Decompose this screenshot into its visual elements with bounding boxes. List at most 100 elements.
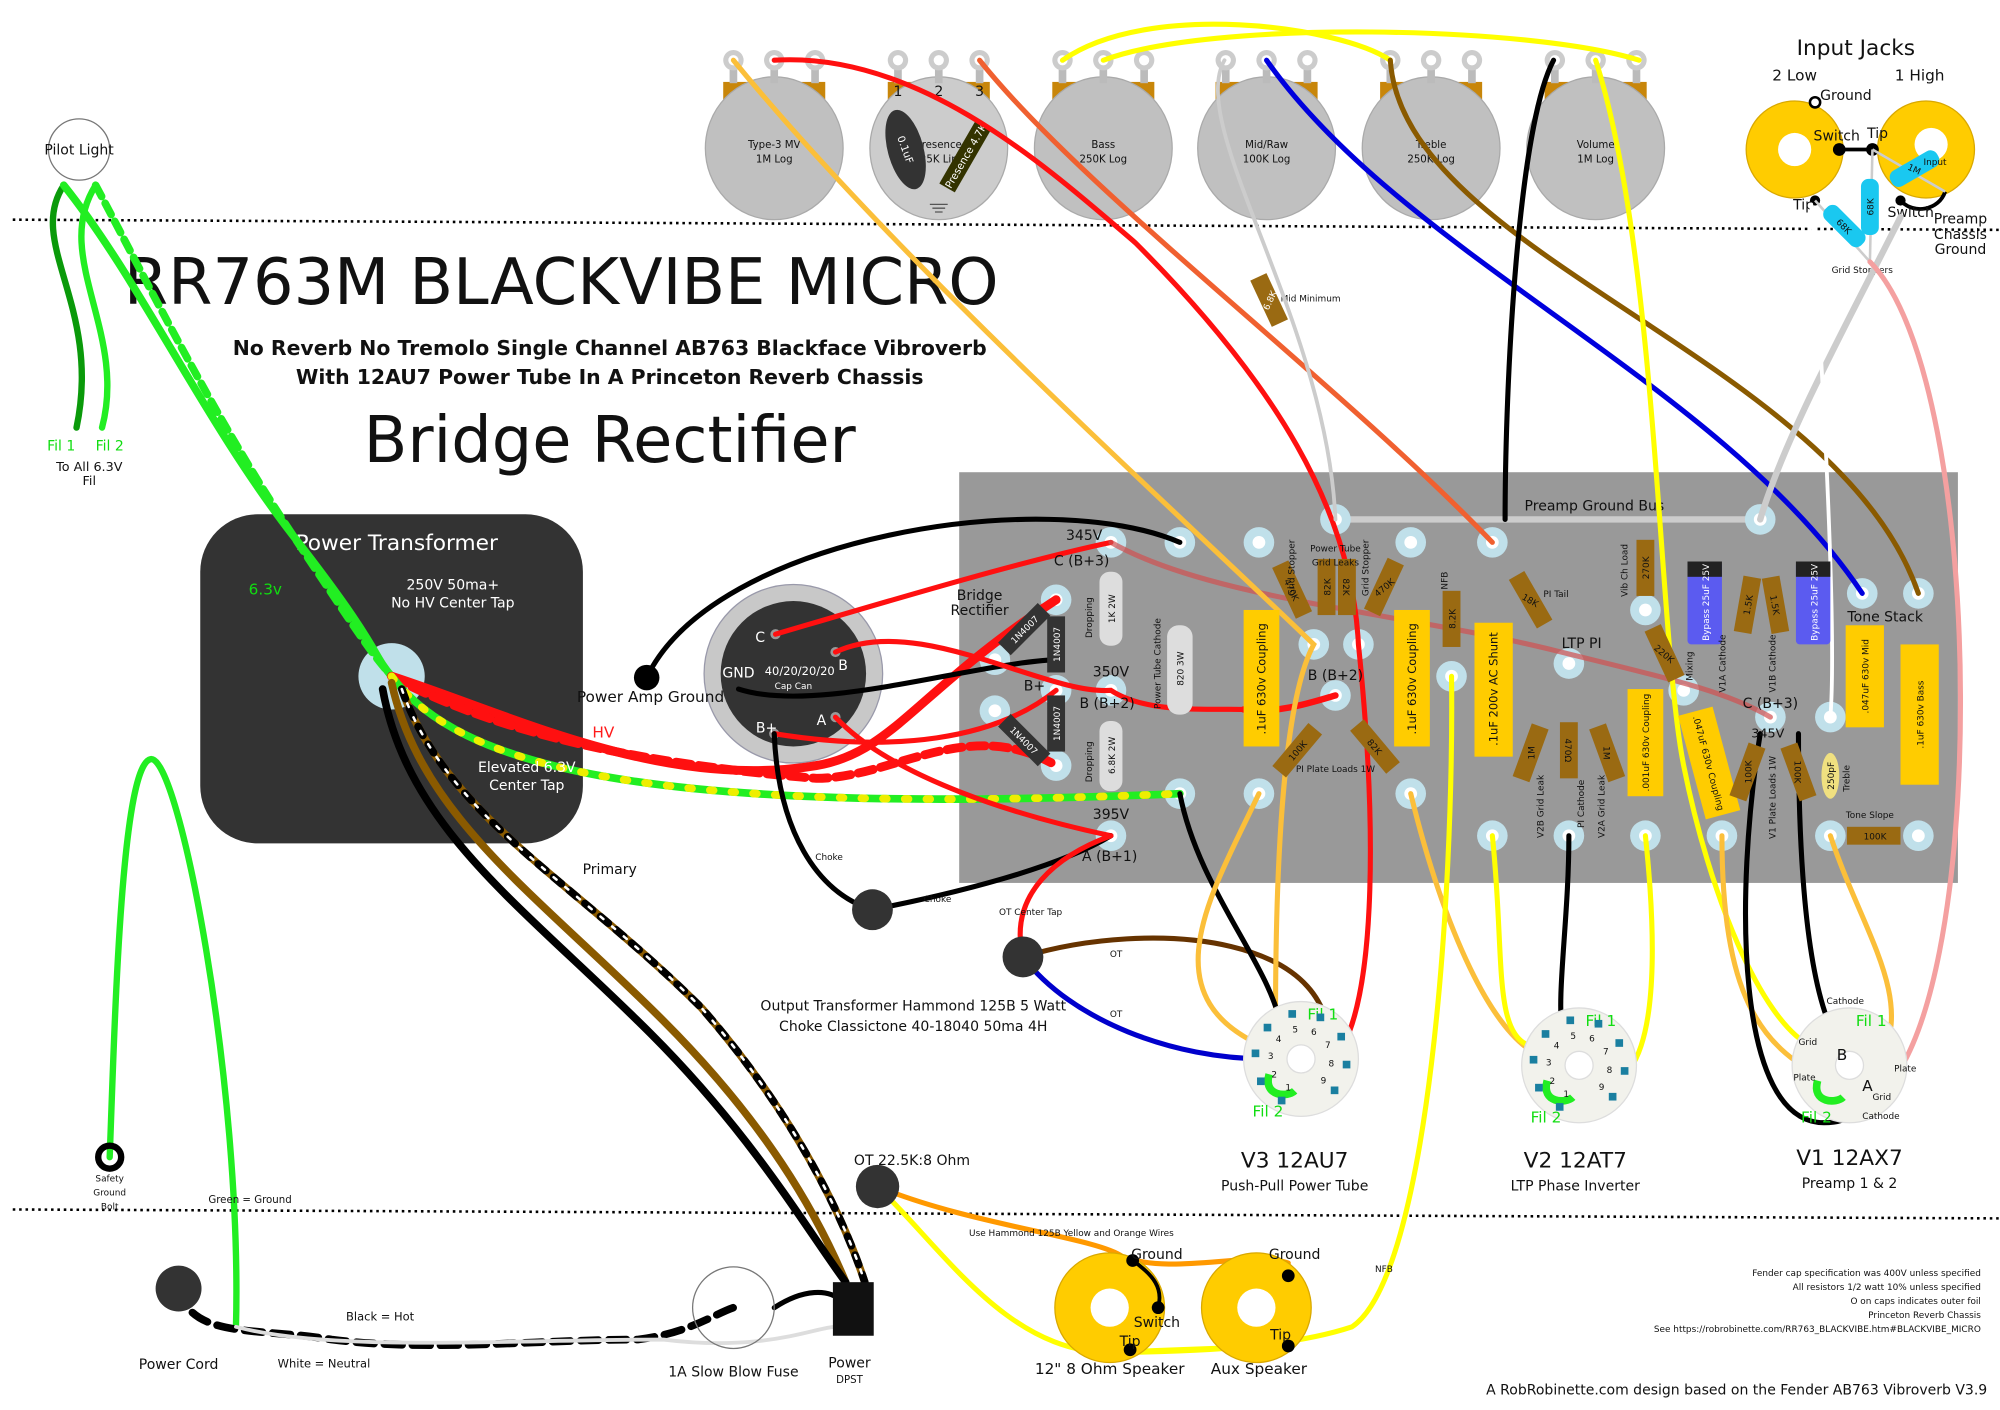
power-switch[interactable] (832, 1282, 874, 1336)
pin-contact (1263, 1023, 1272, 1032)
note-5: See https://robrobinette.com/RR763_BLACK… (1654, 1325, 1981, 1335)
diode-2: 1N4007 (1047, 616, 1066, 673)
pin-contact (1330, 1086, 1339, 1095)
pot-name: Bass (1091, 140, 1115, 151)
eyelet (1243, 527, 1275, 558)
white-neutral-label: White = Neutral (278, 1357, 371, 1371)
high-tip-label: Tip (1866, 126, 1888, 142)
pin-number: 7 (1603, 1047, 1609, 1057)
pt-spec-2: No HV Center Tap (391, 595, 515, 611)
speaker-jacks: Ground Ground Switch Tip Tip 12" 8 Ohm S… (1035, 1247, 1393, 1378)
input-jacks: Input Jacks 2 Low 1 High Ground Switch T… (1745, 36, 1988, 276)
pot-master-volume[interactable]: Type-3 MV 1M Log (704, 76, 844, 221)
bridge-label-2: Rectifier (951, 603, 1009, 619)
tube-name: V1 12AX7 (1796, 1146, 1903, 1171)
pot-value: 1M Log (756, 154, 793, 165)
board-components: 345V C (B+3) 350V B (B+2) 395V A (B+1) B… (951, 528, 1939, 865)
fil2-label: Fil 2 (1531, 1109, 1562, 1127)
pin-contact (1529, 1055, 1538, 1064)
low-ground-label: Ground (1820, 88, 1872, 104)
power-switch-type: DPST (836, 1375, 863, 1386)
pot-lug (1297, 50, 1318, 84)
pot-presence[interactable]: Presence 25K Lin 0.1uF Presence 4.7K 1 2… (869, 76, 1009, 221)
low-tip-label: Tip (1792, 197, 1814, 213)
tone-slope-resistor (1846, 826, 1901, 845)
treble-cap (1821, 752, 1840, 799)
note-2: All resistors 1/2 watt 10% unless specif… (1793, 1283, 1981, 1293)
v1-plate-load-2: 100K (1780, 742, 1817, 802)
v345-label: 345V (1066, 528, 1103, 544)
pi-plate-load-2: 82K (1350, 719, 1400, 774)
pt-spec-1: 250V 50ma+ (406, 578, 499, 594)
b-b2-label-2: B (B+2) (1308, 668, 1363, 684)
choke-grommet (852, 889, 893, 931)
diode-label: 1N4007 (1053, 706, 1063, 741)
pot-value: 1M Log (1577, 154, 1614, 165)
chassis-ground-label-1: Preamp (1934, 211, 1988, 227)
drop1-value: 1K 2W (1108, 594, 1118, 623)
drop1-label: Dropping (1085, 597, 1095, 638)
resistor-value: 100K (1744, 759, 1754, 783)
pin-number: 1 (1285, 1084, 1291, 1094)
bypass-cap-v1b: Bypass 25uF 25V (1795, 561, 1831, 645)
chassis-ground-label-3: Ground (1935, 242, 1987, 258)
pot-bass[interactable]: Bass 250K Log (1033, 76, 1173, 221)
tone-slope-value: 100K (1864, 833, 1888, 843)
v1b-cathode-resistor: 1.5K (1761, 575, 1790, 635)
aux-speaker-label: Aux Speaker (1211, 1360, 1308, 1378)
pin-contact (1541, 1030, 1550, 1038)
green-ground-label: Green = Ground (208, 1195, 291, 1206)
tube-desc: Preamp 1 & 2 (1802, 1176, 1898, 1192)
pot-volume[interactable]: Volume 1M Log (1526, 76, 1666, 221)
pin-plate-b: Plate (1793, 1074, 1815, 1084)
fil2-label: Fil 2 (1253, 1102, 1284, 1120)
pin-number: 2 (1271, 1071, 1277, 1081)
primary-label: Primary (583, 862, 637, 878)
pot-treble[interactable]: Treble 250K Log (1361, 76, 1501, 221)
pin-number: 3 (1546, 1058, 1552, 1068)
resistor-value: 1.5K (1767, 594, 1781, 617)
presence-cap (885, 109, 926, 190)
pot-name: Presence (916, 140, 962, 151)
pin-number: 4 (1554, 1041, 1560, 1051)
resistor-value: 470Ω (1562, 738, 1572, 762)
presence-resistor (939, 119, 992, 193)
coupling-cap-4: .047uF 630v Coupling (1678, 706, 1741, 820)
pot-name: Volume (1577, 140, 1615, 151)
bass-cap-label: .1uF 630v Bass (1916, 680, 1926, 748)
resistor-value: 270K (1642, 555, 1652, 579)
pin-number: 2 (1549, 1077, 1555, 1087)
main-ground-label: Ground (1131, 1247, 1183, 1263)
fil2-label: Fil 2 (96, 439, 124, 455)
choke-label-1: Choke (815, 853, 843, 863)
pin-grid-a: Grid (1872, 1093, 1891, 1103)
ot-wires-note: Use Hammond 125B Yellow and Orange Wires (969, 1229, 1174, 1239)
pot-lugs (723, 50, 1647, 84)
cap-can-name: Cap Can (775, 682, 812, 692)
black-hot-label: Black = Hot (346, 1309, 415, 1323)
chassis-edge-top (12, 218, 2000, 232)
diode-3: 1N4007 (1047, 695, 1066, 752)
chassis-ground-label-2: Chassis (1934, 227, 1987, 243)
tube-desc: Push-Pull Power Tube (1221, 1178, 1368, 1194)
mixing-label: Mixing (1686, 651, 1696, 680)
pot-value: 250K Log (1080, 154, 1128, 165)
pin-contact (1535, 1083, 1543, 1092)
pin-contact (1342, 1060, 1351, 1069)
pin-contact (1566, 1016, 1575, 1025)
pin-number: 4 (1276, 1035, 1282, 1045)
pin-number: 1 (1563, 1090, 1569, 1100)
b-b2-label: B (B+2) (1079, 696, 1134, 712)
v2b-leak-label: V2B Grid Leak (1536, 774, 1546, 838)
bass-cap: .1uF 630v Bass (1900, 644, 1939, 785)
pin-grid-b: Grid (1798, 1038, 1817, 1048)
hv-label: HV (592, 724, 615, 742)
grid-stopper-resistor-1: 470K (1272, 560, 1313, 619)
note-1: Fender cap specification was 400V unless… (1752, 1269, 1981, 1279)
mid-cap: .047uF 630v Mid (1845, 625, 1884, 728)
cap-can-b: B (838, 658, 848, 674)
v345-label-2: 345V (1751, 727, 1784, 742)
